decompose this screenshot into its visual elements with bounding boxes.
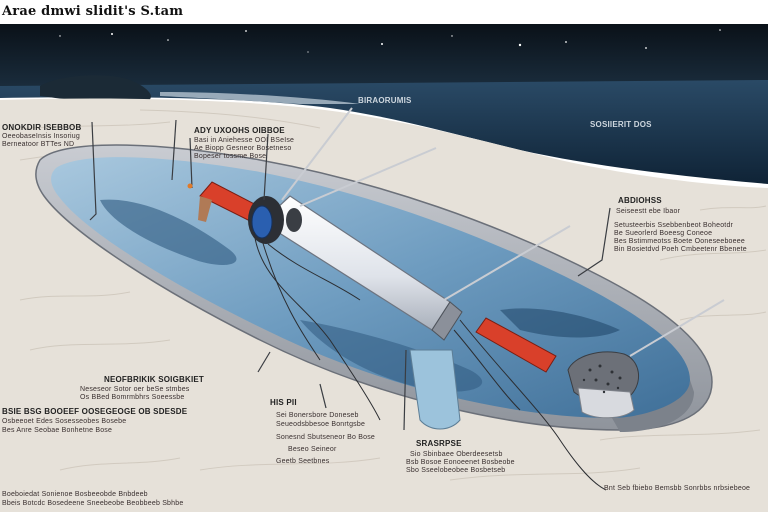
support-pillar bbox=[409, 349, 461, 430]
label-left-line-2: Berneatoor BTTes ND bbox=[2, 141, 75, 148]
label-upper-line-1: Basi in Aniehesse OOI BSeIse bbox=[194, 137, 295, 144]
label-bottom-line-3: Sbo Sseelobeobee Bosbetseb bbox=[406, 467, 506, 474]
horizon-glow bbox=[160, 92, 360, 104]
label-bottom-line-2: Bsb Bosoe Eonoeenet Bosbeobe bbox=[406, 459, 515, 466]
footer-line-1: Boeboiedat Sonienoe Bosbeeobde Bnbdeeb bbox=[2, 491, 148, 498]
label-top-right: SOSIIERIT DOS bbox=[590, 120, 652, 129]
red-lower-part bbox=[475, 317, 557, 373]
label-right-line-2: Setusteerbis Ssebbenbeot Boheotdr bbox=[614, 222, 734, 229]
title-strip bbox=[0, 0, 768, 24]
label-left-line-1: OeeobaseInsis Insoriug bbox=[2, 133, 80, 140]
handle-grip bbox=[198, 196, 212, 222]
label-mid-header: NEOFBRIKIK SOIGBKIET bbox=[104, 375, 205, 384]
dark-sea bbox=[0, 80, 768, 184]
label-small-line-3: Sonesnd Sbutseneor Bo Bose bbox=[276, 434, 375, 441]
footer-line-2: Bbeis Botcdc Bosedeene Sneebeobe Beobbee… bbox=[2, 500, 184, 507]
label-mid-line-3: BSIE BSG BOOEEF OOSEGEOGE OB SDESDE bbox=[2, 407, 188, 416]
stars bbox=[59, 29, 721, 53]
label-small-header: HIS PII bbox=[270, 398, 297, 407]
label-upper-header: ADY UXOOHS OIBBOE bbox=[194, 126, 285, 135]
label-mid-line-5: Bes Anre Seobae Bonhetne Bose bbox=[2, 427, 113, 434]
label-small-line-1: Sei Bonersbore Doneseb bbox=[276, 412, 359, 419]
label-upper-line-3: Bopeser tossme Bose bbox=[194, 153, 267, 160]
label-left-header: ONOKDIR ISEBBOB bbox=[2, 123, 82, 132]
label-small-line-5: Geetb Seetbnes bbox=[276, 458, 330, 465]
filter-base bbox=[577, 387, 635, 419]
label-right-line-5: Bin Bosietdvd Poeh Cmbeetenr Bbenete bbox=[614, 246, 747, 253]
label-mid-line-1: Neseseor Sotor oer beSe stmbes bbox=[80, 386, 190, 393]
motor-rear bbox=[286, 208, 302, 232]
thin-wires bbox=[253, 231, 607, 491]
tube-end-cap bbox=[431, 301, 463, 341]
label-right-line-3: Be Sueorlerd Boeesg Coneoe bbox=[614, 230, 713, 237]
label-mid-line-4: Osbeeoet Edes Sosesseobes Bosebe bbox=[2, 418, 127, 425]
motor-blue-ring bbox=[251, 205, 273, 239]
label-small-line-4: Beseo Seineor bbox=[288, 446, 337, 453]
label-bottom-right: Bnt Seb fbiebo Bemsbb Sonrbbs nrbsiebeoe bbox=[604, 485, 751, 492]
label-top-center: BIRAORUMIS bbox=[358, 96, 412, 105]
label-right-line-1: Seiseestt ebe Ibaor bbox=[616, 208, 681, 215]
label-small-line-2: Seueodsbbesoe Bonrtgsbe bbox=[276, 421, 366, 428]
label-right-header: ABDIOHSS bbox=[618, 196, 662, 205]
orange-marker bbox=[187, 183, 193, 189]
night-sky bbox=[0, 24, 768, 86]
label-right-line-4: Bes Bstimmeotss Boete Ooneseeboeee bbox=[614, 238, 745, 245]
filter-holes bbox=[582, 364, 622, 394]
page-title: Arae dmwi slidit's S.tam bbox=[2, 4, 184, 19]
label-upper-line-2: Ae Biopp Gesneor Bosetneso bbox=[194, 145, 292, 152]
label-mid-line-2: Os BBed Bomrmbhrs Soeessbe bbox=[80, 394, 185, 401]
label-bottom-line-1: Sio Sbinbaee Oberdeesetsb bbox=[410, 451, 503, 458]
sand-ripples bbox=[9, 109, 767, 481]
pool-front-wall bbox=[612, 380, 694, 432]
water-shadow-right bbox=[500, 308, 620, 338]
cables bbox=[281, 107, 725, 357]
label-bottom-header: SRASRPSE bbox=[416, 439, 462, 448]
rock-island bbox=[40, 75, 151, 104]
water-shadow-left bbox=[100, 199, 237, 265]
leader-lines bbox=[89, 119, 611, 431]
